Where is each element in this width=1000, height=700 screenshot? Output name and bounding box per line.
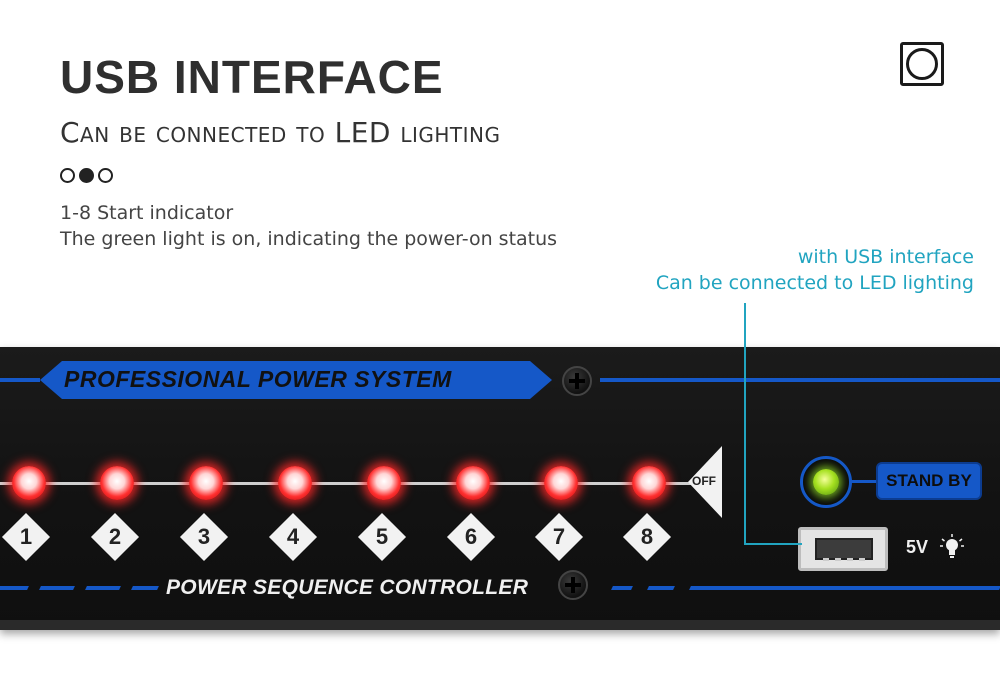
usb-port-socket — [815, 538, 873, 561]
channel-led-5 — [367, 466, 401, 500]
channel-led-6 — [456, 466, 490, 500]
usb-port[interactable] — [798, 527, 888, 571]
panel-dash — [647, 586, 675, 590]
channel-led-8 — [632, 466, 666, 500]
usb-pin — [859, 558, 865, 561]
panel-banner: PROFESSIONAL POWER SYSTEM — [64, 366, 452, 392]
channel-number-6: 6 — [464, 524, 478, 549]
logo-ring — [906, 48, 938, 80]
panel-dash — [0, 586, 29, 590]
pagination-dot-3[interactable] — [98, 168, 113, 183]
standby-connector — [850, 480, 878, 483]
page-title: USB INTERFACE — [60, 51, 444, 103]
channel-led-2 — [100, 466, 134, 500]
panel-dash — [131, 586, 159, 590]
channel-number-1: 1 — [19, 524, 33, 549]
callout-leader-horizontal — [744, 543, 802, 545]
channel-number-8: 8 — [640, 524, 654, 549]
pagination-dots — [60, 168, 113, 183]
usb-pin — [847, 558, 853, 561]
channel-led-1 — [12, 466, 46, 500]
pagination-dot-1[interactable] — [60, 168, 75, 183]
standby-badge: STAND BY — [876, 462, 982, 500]
channel-led-7 — [544, 466, 578, 500]
off-arrow-icon — [688, 446, 722, 518]
usb-pin — [835, 558, 841, 561]
channel-number-7: 7 — [552, 524, 566, 549]
callout-line-1: with USB interface — [797, 246, 974, 268]
light-bulb-icon — [940, 534, 964, 558]
banner-shape — [0, 361, 552, 399]
circle-in-square-icon — [900, 42, 944, 86]
led-connector-line — [0, 482, 700, 485]
pagination-dot-2-active[interactable] — [79, 168, 94, 183]
page-subtitle: Can be connected to LED lighting — [60, 116, 501, 149]
panel-dash — [689, 586, 1000, 590]
usb-pin — [823, 558, 829, 561]
panel-accent-line — [600, 378, 1000, 382]
channel-number-2: 2 — [108, 524, 122, 549]
panel-dash — [39, 586, 75, 590]
controller-label: POWER SEQUENCE CONTROLLER — [166, 576, 529, 599]
standby-led — [813, 469, 839, 495]
standby-led-ring — [800, 456, 852, 508]
panel-bottom-edge — [0, 620, 1000, 630]
description-line-1: 1-8 Start indicator — [60, 202, 234, 224]
description-line-2: The green light is on, indicating the po… — [60, 228, 558, 250]
screw-icon-bottom — [558, 570, 588, 600]
off-label: OFF — [692, 474, 716, 488]
channel-number-4: 4 — [286, 524, 300, 549]
callout-leader-vertical — [744, 303, 746, 543]
usb-callout: with USB interface Can be connected to L… — [656, 244, 974, 296]
callout-line-2: Can be connected to LED lighting — [655, 272, 974, 294]
channel-number-3: 3 — [197, 524, 211, 549]
description: 1-8 Start indicator The green light is o… — [60, 200, 557, 252]
panel-dash — [85, 586, 121, 590]
channel-number-5: 5 — [375, 524, 389, 549]
panel-dash — [611, 586, 633, 590]
screw-icon-top — [562, 366, 592, 396]
channel-led-3 — [189, 466, 223, 500]
usb-voltage-label: 5V — [906, 537, 929, 557]
channel-led-4 — [278, 466, 312, 500]
